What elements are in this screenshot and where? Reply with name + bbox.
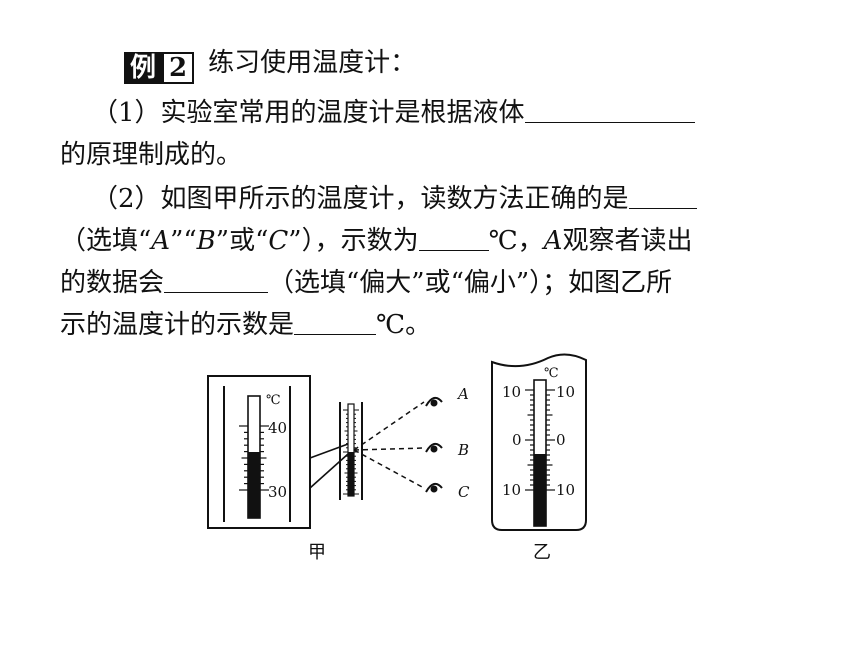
q2-line2: （选填“A”“B”或“C”），示数为℃，A观察者读出 (60, 224, 693, 256)
jia-tick-label-40: 40 (268, 419, 287, 437)
yi-left-label-top: 10 (502, 383, 521, 401)
answer-blank-2[interactable] (628, 182, 697, 209)
q2-line3: 的数据会（选填“偏大”或“偏小”）；如图乙所 (60, 266, 673, 298)
yi-right-label-mid: 0 (556, 431, 566, 449)
observer-label-b: B (457, 441, 469, 459)
yi-right-label-top: 10 (556, 383, 575, 401)
answer-blank-4[interactable] (164, 266, 269, 293)
magnify-connector-line (309, 443, 349, 459)
answer-blank-3[interactable] (418, 224, 489, 251)
sight-lines (353, 401, 425, 489)
yi-thermometer: ℃ 10 0 10 10 0 10 (491, 353, 587, 531)
q2-line4: 示的温度计的示数是℃。 (60, 308, 432, 340)
yi-unit-label: ℃ (544, 366, 559, 381)
answer-blank-1[interactable] (524, 96, 695, 123)
eye-icon-b (425, 442, 443, 453)
jia-thermometer (339, 402, 363, 500)
caption-yi: 乙 (533, 542, 551, 563)
caption-jia: 甲 (308, 542, 326, 563)
magnify-connector-line (309, 453, 349, 489)
q2-line1: （2）如图甲所示的温度计，读数方法正确的是 (92, 182, 697, 216)
q1-line1: （1）实验室常用的温度计是根据液体 (92, 96, 695, 130)
observer-label-c: C (458, 483, 470, 501)
jia-small-liquid-column (348, 452, 354, 496)
yi-right-label-bottom: 10 (556, 481, 575, 499)
jia-magnified-view: ℃ 40 30 (207, 375, 311, 529)
yi-left-label-bottom: 10 (502, 481, 521, 499)
jia-unit-label: ℃ (266, 393, 281, 408)
yi-left-label-mid: 0 (512, 431, 522, 449)
jia-tick-label-30: 30 (268, 483, 287, 501)
q1-line2: 的原理制成的。 (60, 140, 243, 170)
eye-icon-a (425, 396, 443, 407)
eye-icon-c (425, 482, 443, 493)
yi-liquid-column (534, 454, 546, 526)
jia-liquid-column (248, 452, 260, 518)
example-title: 练习使用温度计： (208, 48, 417, 78)
observer-label-a: A (456, 385, 469, 403)
answer-blank-5[interactable] (294, 308, 377, 335)
